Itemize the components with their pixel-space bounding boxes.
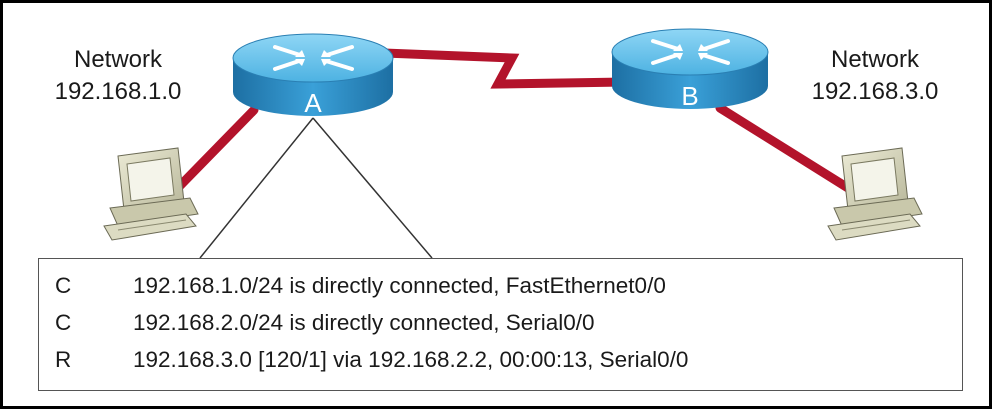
- network-right-address: 192.168.3.0: [811, 78, 939, 105]
- route-entry: 192.168.3.0 [120/1] via 192.168.2.2, 00:…: [133, 347, 689, 372]
- route-code: C: [55, 310, 72, 335]
- link-pc-left-router-a: [165, 105, 259, 201]
- route-code: C: [55, 273, 72, 298]
- router-b-label: B: [681, 81, 698, 111]
- network-right-label: Network 192.168.3.0: [770, 44, 980, 108]
- route-code: R: [55, 347, 72, 372]
- route-entry: 192.168.1.0/24 is directly connected, Fa…: [133, 273, 666, 298]
- route-entry: 192.168.2.0/24 is directly connected, Se…: [133, 310, 595, 335]
- router-a-icon: [232, 33, 394, 116]
- computer-right-icon: [827, 147, 923, 241]
- serial-link-a-b: [355, 47, 630, 89]
- network-left-label: Network 192.168.1.0: [18, 44, 218, 108]
- routing-table-box: C 192.168.1.0/24 is directly connected, …: [38, 258, 963, 391]
- router-b-icon: [611, 28, 769, 109]
- computer-left-icon: [103, 147, 199, 241]
- network-links: [165, 47, 853, 201]
- network-left-title: Network: [73, 46, 163, 73]
- network-right-title: Network: [830, 46, 920, 73]
- callout-pointer: [199, 117, 433, 259]
- network-left-address: 192.168.1.0: [54, 78, 182, 105]
- link-router-b-pc-right: [715, 103, 853, 193]
- router-a-label: A: [304, 88, 322, 118]
